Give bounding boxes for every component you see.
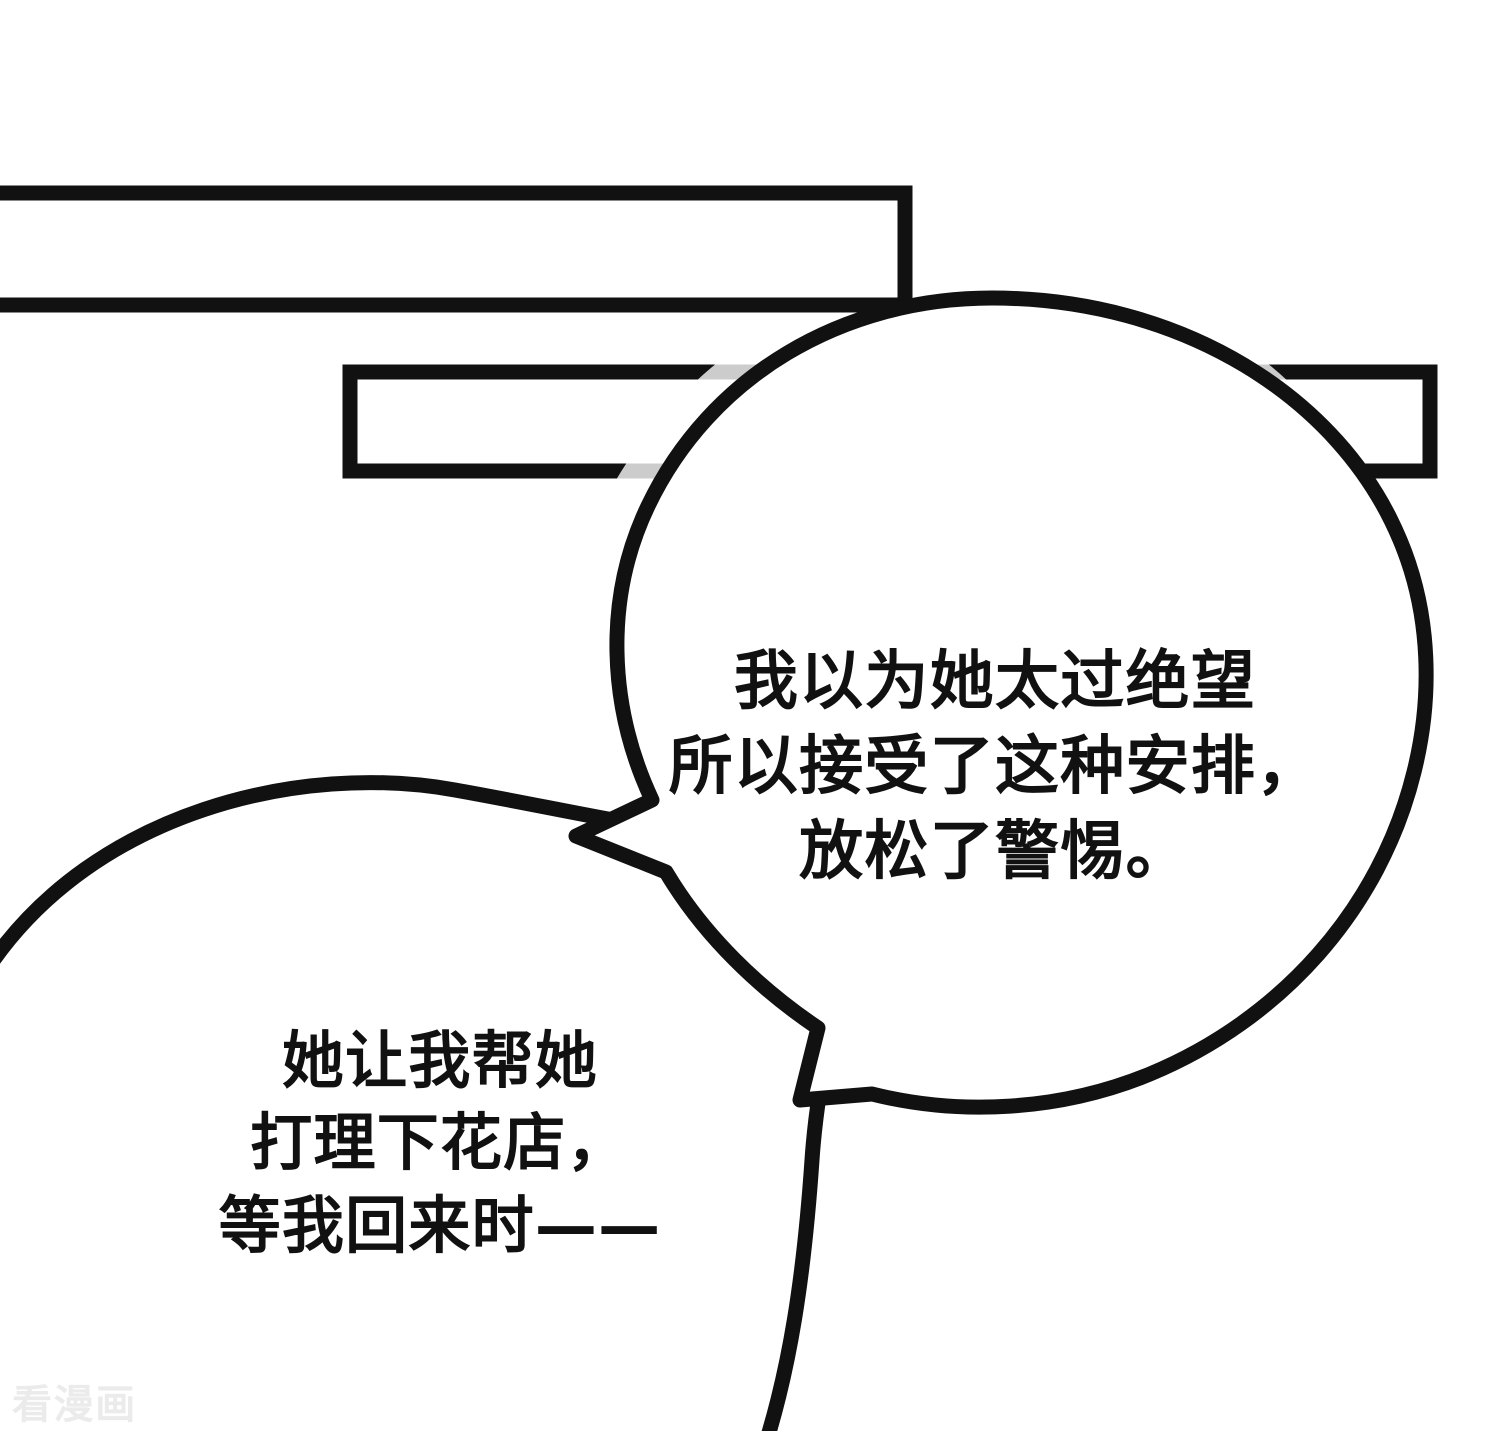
- speech-bubble-lower-outline: [0, 775, 888, 1431]
- speech-bubble-lower: [0, 775, 888, 1431]
- upper-empty-panel: [0, 185, 913, 313]
- upper-panel-outline: [0, 185, 913, 313]
- site-watermark: 看漫画: [12, 1382, 137, 1428]
- speech-bubble-upper-outline: [568, 290, 1434, 1115]
- speech-bubble-upper: [568, 290, 1434, 1115]
